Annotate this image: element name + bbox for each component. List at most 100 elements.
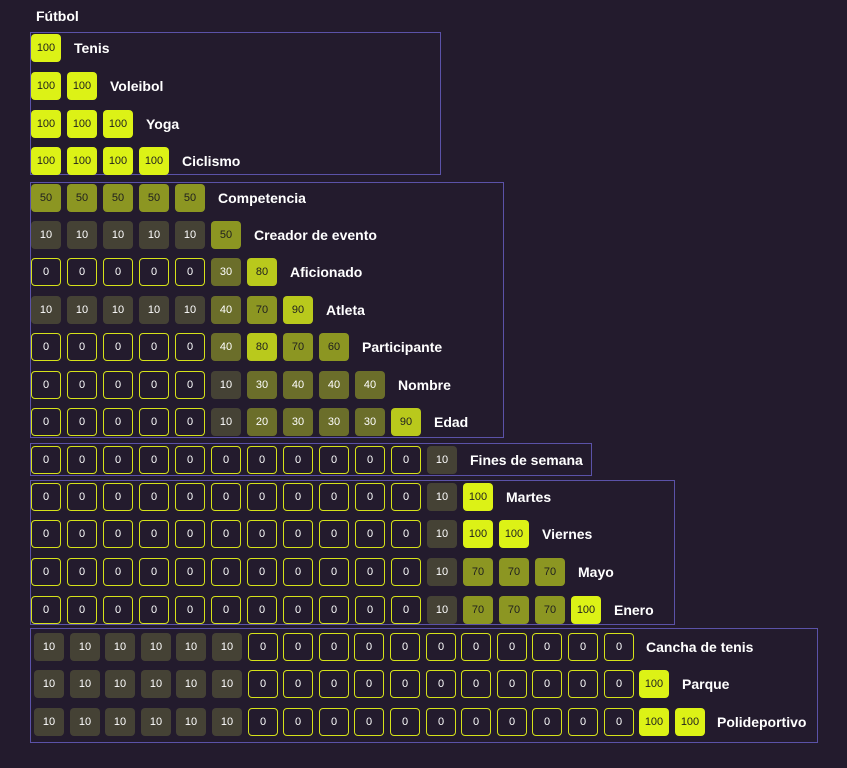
heatmap-cell: 70 bbox=[499, 558, 529, 586]
heatmap-cell: 0 bbox=[247, 483, 277, 511]
heatmap-cell: 0 bbox=[390, 670, 420, 698]
heatmap-cell: 10 bbox=[141, 708, 171, 736]
heatmap-cell: 0 bbox=[103, 520, 133, 548]
heatmap-cell: 30 bbox=[355, 408, 385, 436]
heatmap-cell: 0 bbox=[319, 520, 349, 548]
heatmap-cell: 0 bbox=[247, 558, 277, 586]
heatmap-cell: 10 bbox=[211, 371, 241, 399]
heatmap-cell: 70 bbox=[499, 596, 529, 624]
heatmap-cell: 0 bbox=[354, 708, 384, 736]
heatmap-cell: 100 bbox=[675, 708, 705, 736]
heatmap-cell: 0 bbox=[248, 708, 278, 736]
row-label: Enero bbox=[614, 602, 654, 618]
heatmap-cell: 0 bbox=[175, 520, 205, 548]
heatmap-cell: 10 bbox=[175, 221, 205, 249]
heatmap-cell: 100 bbox=[463, 520, 493, 548]
heatmap-cell: 0 bbox=[211, 558, 241, 586]
heatmap-cell: 100 bbox=[499, 520, 529, 548]
row-label: Competencia bbox=[218, 190, 306, 206]
heatmap-cell: 0 bbox=[355, 483, 385, 511]
heatmap-cell: 0 bbox=[103, 371, 133, 399]
row-group bbox=[30, 628, 818, 743]
heatmap-cell: 0 bbox=[283, 520, 313, 548]
heatmap-cell: 0 bbox=[390, 708, 420, 736]
heatmap-cell: 50 bbox=[211, 221, 241, 249]
heatmap-cell: 10 bbox=[427, 558, 457, 586]
heatmap-cell: 0 bbox=[175, 596, 205, 624]
heatmap-cell: 0 bbox=[319, 558, 349, 586]
heatmap-cell: 100 bbox=[31, 34, 61, 62]
heatmap-cell: 0 bbox=[390, 633, 420, 661]
heatmap-cell: 0 bbox=[355, 558, 385, 586]
heatmap-cell: 0 bbox=[31, 408, 61, 436]
heatmap-cell: 0 bbox=[103, 258, 133, 286]
heatmap-cell: 0 bbox=[283, 670, 313, 698]
heatmap-cell: 10 bbox=[105, 708, 135, 736]
heatmap-cell: 0 bbox=[103, 596, 133, 624]
heatmap-cell: 10 bbox=[175, 296, 205, 324]
heatmap-cell: 10 bbox=[212, 708, 242, 736]
heatmap-cell: 0 bbox=[175, 558, 205, 586]
heatmap-cell: 100 bbox=[31, 110, 61, 138]
heatmap-cell: 0 bbox=[67, 371, 97, 399]
heatmap-cell: 0 bbox=[139, 408, 169, 436]
heatmap-cell: 50 bbox=[175, 184, 205, 212]
heatmap-cell: 0 bbox=[532, 708, 562, 736]
heatmap-cell: 40 bbox=[319, 371, 349, 399]
heatmap-cell: 0 bbox=[31, 371, 61, 399]
heatmap-cell: 0 bbox=[497, 670, 527, 698]
heatmap-cell: 10 bbox=[105, 633, 135, 661]
heatmap-cell: 0 bbox=[103, 333, 133, 361]
heatmap-cell: 0 bbox=[248, 633, 278, 661]
row-label: Voleibol bbox=[110, 78, 164, 94]
heatmap-cell: 0 bbox=[103, 483, 133, 511]
heatmap-cell: 0 bbox=[139, 520, 169, 548]
heatmap-cell: 0 bbox=[319, 633, 349, 661]
heatmap-cell: 90 bbox=[391, 408, 421, 436]
heatmap-cell: 0 bbox=[67, 558, 97, 586]
heatmap-cell: 10 bbox=[70, 670, 100, 698]
row-label: Edad bbox=[434, 414, 469, 430]
heatmap-cell: 50 bbox=[139, 184, 169, 212]
row-label: Mayo bbox=[578, 564, 614, 580]
heatmap-cell: 0 bbox=[175, 408, 205, 436]
heatmap-cell: 0 bbox=[461, 633, 491, 661]
heatmap-cell: 0 bbox=[31, 333, 61, 361]
heatmap-cell: 0 bbox=[532, 633, 562, 661]
heatmap-cell: 100 bbox=[31, 147, 61, 175]
row-label: Cancha de tenis bbox=[646, 639, 754, 655]
heatmap-cell: 100 bbox=[67, 110, 97, 138]
heatmap-cell: 40 bbox=[211, 333, 241, 361]
heatmap-cell: 0 bbox=[391, 520, 421, 548]
heatmap-cell: 0 bbox=[461, 708, 491, 736]
heatmap-cell: 0 bbox=[391, 596, 421, 624]
row-label: Viernes bbox=[542, 526, 593, 542]
heatmap-cell: 0 bbox=[283, 446, 313, 474]
heatmap-cell: 0 bbox=[355, 446, 385, 474]
row-label: Creador de evento bbox=[254, 227, 377, 243]
heatmap-cell: 100 bbox=[571, 596, 601, 624]
heatmap-cell: 10 bbox=[67, 221, 97, 249]
heatmap-cell: 0 bbox=[283, 558, 313, 586]
row-group bbox=[30, 182, 504, 438]
heatmap-cell: 0 bbox=[247, 446, 277, 474]
row-label: Participante bbox=[362, 339, 443, 355]
heatmap-cell: 30 bbox=[247, 371, 277, 399]
heatmap-cell: 0 bbox=[67, 483, 97, 511]
row-label: Fines de semana bbox=[470, 452, 583, 468]
heatmap-cell: 40 bbox=[211, 296, 241, 324]
heatmap-cell: 50 bbox=[103, 184, 133, 212]
row-group bbox=[30, 443, 592, 476]
heatmap-cell: 0 bbox=[103, 408, 133, 436]
heatmap-cell: 0 bbox=[67, 408, 97, 436]
heatmap-cell: 0 bbox=[31, 258, 61, 286]
heatmap-cell: 0 bbox=[283, 633, 313, 661]
heatmap-cell: 0 bbox=[211, 596, 241, 624]
heatmap-cell: 0 bbox=[175, 258, 205, 286]
heatmap-cell: 0 bbox=[532, 670, 562, 698]
heatmap-cell: 100 bbox=[31, 72, 61, 100]
heatmap-cell: 0 bbox=[568, 670, 598, 698]
chart-title: Fútbol bbox=[36, 8, 79, 24]
heatmap-cell: 70 bbox=[463, 558, 493, 586]
